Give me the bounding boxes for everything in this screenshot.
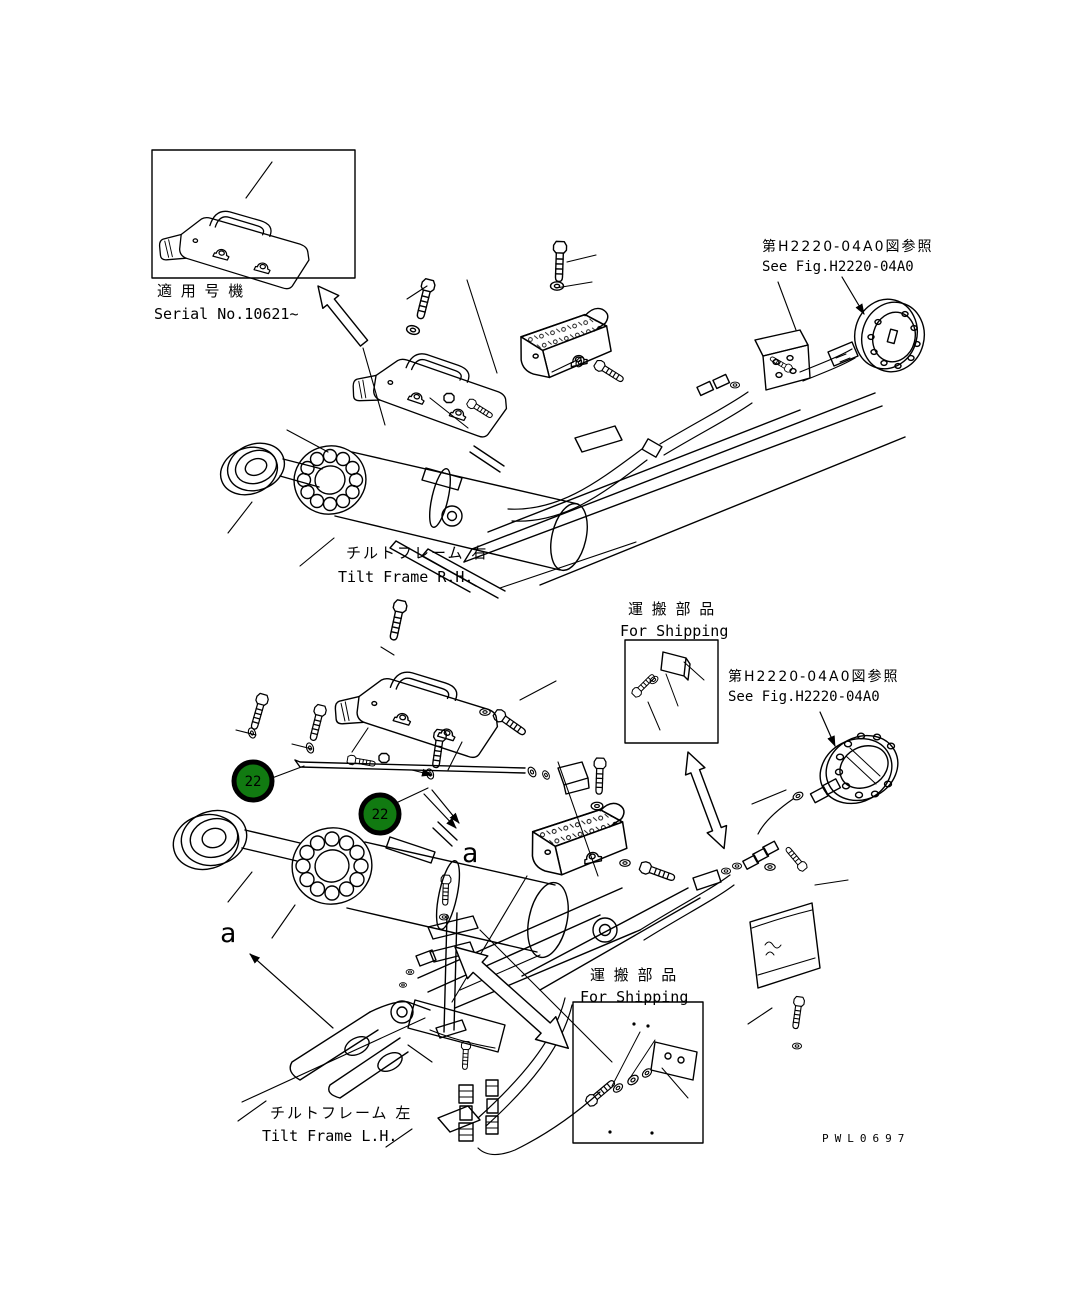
washer-icon bbox=[405, 969, 415, 975]
washer-icon bbox=[648, 674, 660, 686]
frame-rails-lh bbox=[417, 862, 743, 1009]
bolt-icon bbox=[592, 757, 607, 795]
washer-icon bbox=[731, 862, 743, 870]
shipping-note-mid-jp: 運 搬 部 品 bbox=[628, 600, 716, 618]
label-tilt-frame-rh-jp: チルトフレーム 右 bbox=[346, 544, 488, 562]
bolt-icon bbox=[789, 995, 806, 1030]
bolt-icon bbox=[551, 240, 568, 283]
tilt-cylinder-lh bbox=[172, 809, 618, 959]
fasteners-lh bbox=[235, 598, 677, 885]
bolt-icon bbox=[630, 671, 658, 699]
leader-lines-lh bbox=[227, 680, 599, 1148]
bolt-icon bbox=[247, 692, 270, 732]
bolt-icon bbox=[782, 844, 809, 873]
washer-icon bbox=[619, 859, 631, 867]
washer-icon bbox=[549, 281, 565, 291]
bolt-icon bbox=[583, 1076, 618, 1109]
hoses-rh bbox=[507, 348, 856, 522]
leader-lines-rh bbox=[227, 254, 637, 589]
washer-icon bbox=[720, 867, 732, 875]
see-fig-note-right bbox=[819, 711, 836, 747]
bolt-icon bbox=[385, 598, 409, 642]
shipping-box-mid bbox=[624, 639, 735, 853]
axle-flange-lower bbox=[742, 732, 899, 886]
bolt-icon bbox=[459, 1040, 472, 1071]
section-marker-a2: a bbox=[220, 918, 334, 1029]
upper-assembly bbox=[151, 149, 925, 599]
serial-ref-box bbox=[151, 149, 356, 291]
step-part-rh bbox=[519, 308, 613, 379]
bolt-icon bbox=[637, 859, 677, 885]
shipping-note-bottom-en: For Shipping bbox=[580, 988, 688, 1006]
shipping-bracket-assembly bbox=[399, 874, 541, 1039]
callout-number: 22 bbox=[245, 774, 262, 790]
washer-icon bbox=[525, 765, 539, 779]
washer-icon bbox=[540, 769, 552, 781]
see-fig-note-top bbox=[777, 276, 865, 331]
section-label: a bbox=[462, 838, 478, 869]
cover-panel-lower-right bbox=[747, 902, 821, 1050]
washer-icon bbox=[791, 790, 805, 802]
washer-icon bbox=[729, 381, 741, 389]
cross-direction-arrows bbox=[444, 875, 613, 1063]
hose-fittings-lower bbox=[407, 997, 601, 1156]
cover-part-rh bbox=[348, 344, 513, 440]
cover-part-lh bbox=[331, 664, 502, 760]
lower-assembly: 22 22 a a bbox=[172, 598, 899, 1156]
callout-22-a: 22 bbox=[231, 759, 305, 803]
washer-icon bbox=[590, 801, 604, 811]
see-fig-right-en: See Fig.H2220-04A0 bbox=[728, 689, 880, 705]
shipping-box-bottom bbox=[572, 1001, 704, 1144]
washer-icon bbox=[764, 863, 776, 871]
washer-icon bbox=[791, 1042, 803, 1050]
callout-number: 22 bbox=[372, 807, 389, 823]
bolt-icon bbox=[592, 358, 627, 386]
section-label: a bbox=[220, 918, 236, 949]
label-tilt-frame-lh-en: Tilt Frame L.H. bbox=[262, 1127, 397, 1145]
washer-icon bbox=[625, 1072, 641, 1088]
section-marker-a1: a bbox=[423, 793, 478, 869]
serial-note-jp: 適 用 号 機 bbox=[157, 282, 245, 300]
washer-icon bbox=[399, 982, 407, 988]
nut-icon bbox=[443, 392, 455, 404]
step-part-lh bbox=[531, 803, 628, 876]
shipping-note-mid-en: For Shipping bbox=[620, 622, 728, 640]
bolt-icon bbox=[465, 397, 495, 421]
bolt-icon bbox=[306, 703, 328, 743]
washer-icon bbox=[479, 708, 491, 716]
label-tilt-frame-lh-jp: チルトフレーム 左 bbox=[270, 1104, 412, 1122]
tilt-cylinder-rh bbox=[219, 425, 623, 572]
label-tilt-frame-rh-en: Tilt Frame R.H. bbox=[338, 568, 473, 586]
see-fig-top-jp: 第H2220-04A0図参照 bbox=[762, 238, 934, 255]
bolt-icon bbox=[412, 277, 437, 321]
serial-note-en: Serial No.10621~ bbox=[154, 305, 299, 323]
nut-icon bbox=[378, 752, 390, 764]
axle-hub-top bbox=[827, 298, 925, 373]
drawing-code: PWL0697 bbox=[822, 1132, 910, 1145]
bolt-icon bbox=[346, 754, 377, 770]
see-fig-right-jp: 第H2220-04A0図参照 bbox=[728, 668, 900, 685]
bolt-icon bbox=[439, 874, 452, 906]
direction-arrow-upper-left bbox=[309, 278, 386, 426]
shipping-note-bottom-jp: 運 搬 部 品 bbox=[590, 966, 678, 984]
tie-rod-assembly bbox=[294, 759, 590, 824]
see-fig-top-en: See Fig.H2220-04A0 bbox=[762, 259, 914, 275]
washer-icon bbox=[404, 323, 422, 337]
callout-22-b: 22 bbox=[358, 787, 429, 836]
shipping-direction-arrow-mid bbox=[677, 747, 735, 853]
frame-fork-lh bbox=[241, 999, 506, 1103]
washer-icon bbox=[611, 1081, 625, 1095]
